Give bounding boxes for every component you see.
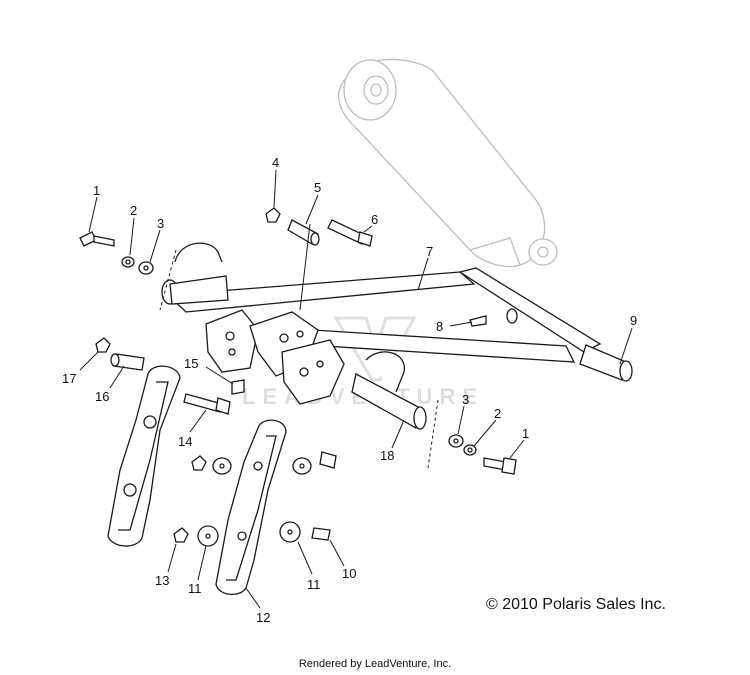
callout-11-right: 11: [307, 577, 321, 592]
callout-14: 14: [178, 434, 192, 449]
callout-2: 2: [130, 203, 137, 218]
callout-5: 5: [314, 180, 321, 195]
callout-17: 17: [62, 371, 76, 386]
callout-2-right: 2: [494, 406, 501, 421]
callout-9: 9: [630, 313, 637, 328]
copyright-notice: © 2010 Polaris Sales Inc.: [486, 596, 666, 613]
callout-3: 3: [157, 216, 164, 231]
pivot-brackets: [205, 309, 345, 405]
watermark-logo-icon: [333, 316, 417, 382]
callout-labels: 1 2 3 4 5 6 7 8 9 15 17 16 14 3 2 1 18 1…: [62, 155, 637, 625]
callout-11-left: 11: [188, 581, 202, 596]
callout-4: 4: [272, 155, 279, 170]
callout-6: 6: [371, 212, 378, 227]
limiter-straps: [107, 365, 287, 595]
callout-16: 16: [95, 389, 109, 404]
callout-1: 1: [93, 183, 100, 198]
callout-18: 18: [380, 448, 394, 463]
rendered-by-footer: Rendered by LeadVenture, Inc.: [298, 658, 452, 670]
hardware: [79, 207, 517, 547]
callout-3-right: 3: [462, 392, 469, 407]
shock-absorber: [338, 58, 558, 268]
leader-lines: [79, 169, 633, 609]
callout-13: 13: [155, 573, 169, 588]
callout-15: 15: [184, 356, 198, 371]
callout-7: 7: [426, 244, 433, 259]
callout-1-right: 1: [522, 426, 529, 441]
callout-12: 12: [256, 610, 270, 625]
callout-8: 8: [436, 319, 443, 334]
callout-10: 10: [342, 566, 356, 581]
